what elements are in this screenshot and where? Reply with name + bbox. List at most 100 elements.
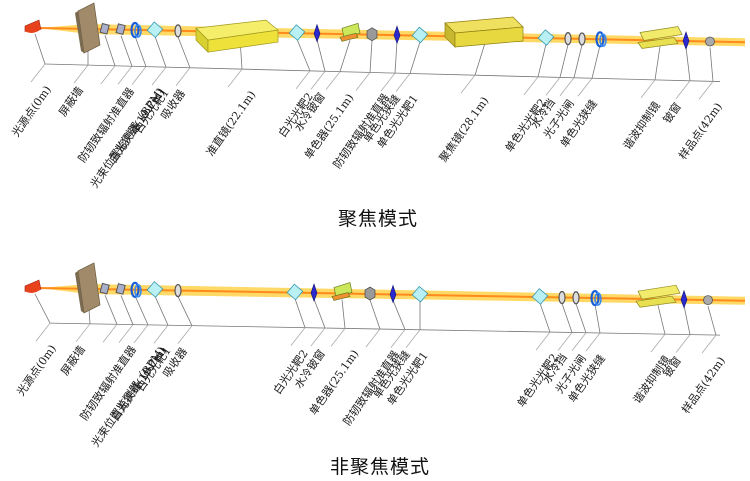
leader-line xyxy=(394,41,398,74)
beamline-component xyxy=(24,19,42,35)
leader-line xyxy=(296,39,311,72)
label-leader-line xyxy=(73,64,89,84)
leader-line xyxy=(177,36,191,68)
leader-line xyxy=(294,298,306,328)
beamline-component xyxy=(146,281,164,298)
beamline-component xyxy=(531,288,549,305)
leader-line xyxy=(369,40,373,73)
window-icon xyxy=(393,25,401,45)
beamline-component xyxy=(393,25,401,45)
beamline-component xyxy=(637,26,683,49)
leader-line xyxy=(707,306,717,336)
sample-point-icon xyxy=(703,295,713,306)
collimator-icon xyxy=(115,283,126,295)
beamline-component xyxy=(572,291,580,305)
beamline-component xyxy=(130,21,142,39)
absorber-icon xyxy=(558,290,566,305)
beamline-component xyxy=(313,23,321,43)
label-leader-line xyxy=(75,323,91,343)
focus-beamline-diagram xyxy=(24,2,746,100)
leader-line xyxy=(134,35,147,67)
leader-line xyxy=(559,44,569,78)
label-leader-line xyxy=(153,324,169,344)
beamline-component xyxy=(558,290,566,305)
nonfocus-mode-panel: 光源点(0m)屏蔽墙防轫致辐射准直器光束位置监测器（BPM)白光狭缝(19.7m… xyxy=(0,255,750,481)
window-icon xyxy=(389,284,397,304)
label-leader-line xyxy=(395,73,411,92)
label-leader-line xyxy=(133,324,149,344)
leader-line xyxy=(154,36,167,68)
label-leader-line xyxy=(365,328,381,348)
label-leader-line xyxy=(295,70,311,90)
beam-target-icon xyxy=(146,21,164,39)
collimator-icon xyxy=(99,22,110,35)
beamline-component xyxy=(99,282,110,295)
leader-line xyxy=(339,40,351,72)
beam-target-icon xyxy=(288,24,306,41)
absorber-icon xyxy=(174,24,182,38)
beamline-component xyxy=(99,22,110,35)
beamline-component xyxy=(705,36,715,47)
label-leader-line xyxy=(675,80,691,100)
label-leader-line xyxy=(698,81,714,100)
beamline-component xyxy=(75,2,101,54)
beam-target-icon xyxy=(146,281,164,298)
beamline-component xyxy=(411,26,429,44)
label-leader-line xyxy=(577,77,593,97)
beamline-component xyxy=(146,21,164,39)
beamline-component xyxy=(703,295,713,306)
beam-target-icon xyxy=(286,283,304,301)
leader-line xyxy=(594,304,601,334)
label-leader-line xyxy=(310,71,326,90)
leader-line xyxy=(369,299,381,330)
leader-line xyxy=(685,46,691,81)
beamline-component xyxy=(682,31,690,50)
harmonic-mirror-icon xyxy=(639,26,683,41)
leader-line xyxy=(657,305,666,335)
label-leader-line xyxy=(117,66,133,85)
label-leader-line xyxy=(325,71,341,90)
beamline-component xyxy=(680,289,688,309)
leader-line xyxy=(316,39,326,72)
slit-icon xyxy=(130,281,140,298)
leader-line xyxy=(537,44,547,77)
label-leader-line xyxy=(330,328,346,347)
label-leader-line xyxy=(290,327,306,346)
label-leader-line xyxy=(535,331,551,351)
beamline-component xyxy=(564,32,572,46)
slit-icon xyxy=(590,289,600,307)
label-leader-line xyxy=(405,329,421,348)
beamline-component xyxy=(288,24,306,41)
beamline-component xyxy=(411,285,429,303)
beam-target-icon xyxy=(411,26,429,44)
leader-line xyxy=(654,46,661,80)
label-leader-line xyxy=(585,332,601,352)
leader-line xyxy=(683,305,691,335)
beamline-component xyxy=(24,279,42,295)
collimator-icon xyxy=(366,27,378,42)
label-leader-line xyxy=(390,329,406,348)
label-leader-line xyxy=(571,332,587,351)
beamline-component xyxy=(115,23,126,35)
window-icon xyxy=(313,23,321,43)
beamline-component xyxy=(174,24,182,38)
collimator-icon xyxy=(115,23,126,35)
beamline-component xyxy=(444,16,524,48)
leader-line xyxy=(474,42,486,76)
label-leader-line xyxy=(523,76,539,96)
shield-wall-icon xyxy=(77,262,101,314)
label-leader-line xyxy=(701,334,717,354)
leader-line xyxy=(104,295,118,325)
leader-line xyxy=(120,35,133,67)
beamline-component xyxy=(635,284,681,308)
leader-line xyxy=(313,298,326,329)
beamline-component xyxy=(364,286,376,301)
collimator-icon xyxy=(99,282,110,295)
leader-line xyxy=(573,44,583,78)
beamline-component xyxy=(339,22,361,42)
beamline-component xyxy=(195,19,279,53)
leader-line xyxy=(154,295,169,326)
window-icon xyxy=(680,289,688,309)
leader-line xyxy=(120,295,134,325)
label-leader-line xyxy=(151,66,167,86)
